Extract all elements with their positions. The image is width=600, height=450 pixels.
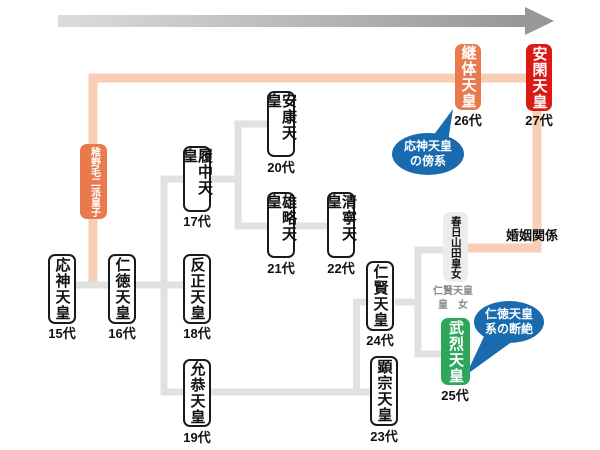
buretsu-note-bubble: 仁徳天皇 系の断絶 (474, 301, 544, 343)
gen-label-15: 15代 (48, 326, 76, 341)
gen-label-19: 19代 (183, 430, 211, 445)
gen-label-23: 23代 (370, 429, 398, 444)
node-ojin-tenno: 応神天皇 (48, 254, 76, 324)
node-anko-tenno: 安康天皇 (265, 91, 297, 157)
buretsu-note-line2: 系の断絶 (484, 322, 533, 336)
node-ingyo-tenno: 允恭天皇 (183, 359, 211, 427)
gen-label-26: 26代 (454, 113, 482, 128)
lineage-lines-gray (62, 120, 446, 396)
gen-label-25: 25代 (441, 388, 469, 403)
kasugayamada-caption-line2: 皇 女 (438, 299, 468, 311)
keitai-note-line2: の傍系 (409, 154, 446, 168)
node-nintoku-tenno: 仁徳天皇 (108, 254, 136, 324)
gen-label-24: 24代 (366, 333, 394, 348)
gen-label-22: 22代 (327, 261, 355, 276)
node-richu-tenno: 履中天皇 (181, 146, 213, 212)
gen-label-17: 17代 (183, 214, 211, 229)
node-kasugayamada-princess: 春日山田皇女 (443, 212, 468, 282)
node-ninken-tenno: 仁賢天皇 (366, 261, 394, 331)
buretsu-note-line1: 仁徳天皇 (484, 307, 533, 321)
keitai-note-line1: 応神天皇 (403, 139, 452, 153)
gen-label-16: 16代 (108, 326, 136, 341)
node-ankan-tenno: 安閑天皇 (526, 44, 552, 111)
right-arrow-icon (58, 7, 554, 35)
kasugayamada-caption: 仁賢天皇 皇 女 (426, 285, 480, 312)
node-wakanukefutamata-prince: 稚野毛二派皇子 (80, 144, 107, 219)
gen-label-20: 20代 (267, 160, 295, 175)
keitai-note-bubble: 応神天皇 の傍系 (392, 133, 464, 175)
gen-label-18: 18代 (183, 326, 211, 341)
kasugayamada-caption-line1: 仁賢天皇 (433, 286, 473, 297)
gen-label-27: 27代 (525, 113, 553, 128)
node-keitai-tenno: 継体天皇 (455, 44, 481, 110)
node-kenzo-tenno: 顕宗天皇 (370, 356, 398, 426)
node-hanzei-tenno: 反正天皇 (183, 254, 211, 324)
marriage-relation-label: 婚姻関係 (506, 228, 559, 243)
gen-label-21: 21代 (267, 261, 295, 276)
node-seinei-tenno: 清寧天皇 (325, 192, 357, 258)
node-buretsu-tenno: 武烈天皇 (441, 318, 470, 385)
node-yuryaku-tenno: 雄略天皇 (265, 192, 297, 258)
